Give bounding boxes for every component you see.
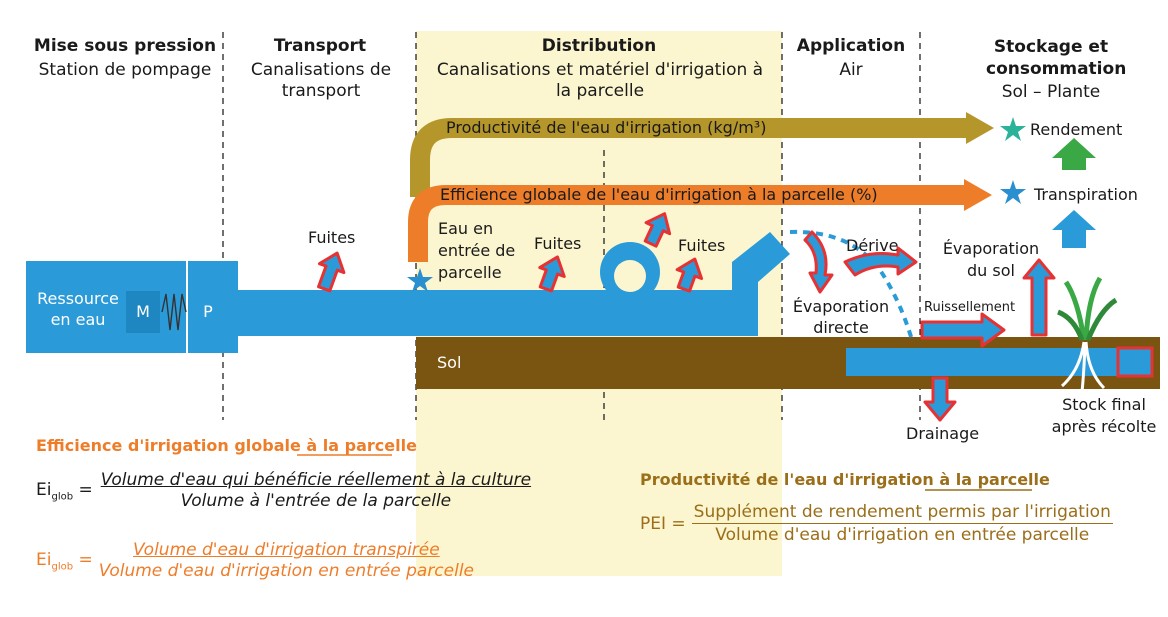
transport-pipe <box>236 290 654 336</box>
eff1-numerator: Volume d'eau qui bénéficie réellement à … <box>100 470 532 490</box>
stage-title-transport: Transport <box>273 36 367 56</box>
leak-label-transport: Fuites <box>308 228 356 247</box>
sprinkler-jet <box>789 229 914 341</box>
productivity-formula: PEI = Supplément de rendement permis par… <box>640 502 1113 545</box>
prod-denominator: Volume d'eau d'irrigation en entrée parc… <box>715 525 1090 545</box>
productivity-formula-title: Productivité de l'eau d'irrigation à la … <box>640 470 1050 489</box>
stage-title-application: Application <box>796 36 906 56</box>
loss-arrows <box>317 212 1056 422</box>
star-entry-icon <box>407 268 433 292</box>
leak-label-distribution-1: Fuites <box>534 234 582 253</box>
stage-title-distribution: Distribution <box>541 36 657 56</box>
eff2-denominator: Volume d'eau d'irrigation en entrée parc… <box>98 561 475 581</box>
eff2-sub: glob <box>51 561 74 573</box>
coupling-spring <box>161 293 187 331</box>
stage-subtitle-pressurisation: Station de pompage <box>38 60 212 80</box>
stage-subtitle-application: Air <box>839 60 863 80</box>
soil-water <box>846 348 1152 376</box>
yield-label: Rendement <box>1030 120 1123 139</box>
leak-label-distribution-2: Fuites <box>678 236 726 255</box>
riser-pipe <box>732 232 790 336</box>
prod-var: PEI <box>640 514 667 534</box>
soil-evaporation-label: Évaporation du sol <box>942 239 1040 280</box>
motor-box <box>126 291 160 333</box>
efficiency-formula-1: Eiglob = Volume d'eau qui bénéficie réel… <box>36 470 532 511</box>
star-yield-icon <box>1000 117 1026 141</box>
drift-label: Dérive <box>846 236 899 255</box>
prod-numerator: Supplément de rendement permis par l'irr… <box>691 502 1113 524</box>
efficiency-flow <box>408 185 968 262</box>
productivity-flow <box>410 118 970 197</box>
eff1-denominator: Volume à l'entrée de la parcelle <box>180 491 452 511</box>
transpiration-arrow-icon <box>1052 210 1096 248</box>
direct-evaporation-label: Évaporation directe <box>792 297 890 337</box>
soil-label: Sol <box>437 353 462 372</box>
final-stock-box <box>1116 346 1154 378</box>
stage-subtitle-storage: Sol – Plante <box>1001 82 1101 102</box>
yield-arrow-icon <box>1052 138 1096 170</box>
entry-label: Eau en entrée de parcelle <box>438 219 516 282</box>
efficiency-flow-label: Efficience globale de l'eau d'irrigation… <box>440 185 878 204</box>
efficiency-formula-2: Eiglob = Volume d'eau d'irrigation trans… <box>36 540 475 581</box>
transpiration-label: Transpiration <box>1034 185 1138 204</box>
pump-label: P <box>203 302 213 321</box>
final-stock-label: Stock final après récolte <box>1051 395 1157 436</box>
productivity-flow-label: Productivité de l'eau d'irrigation (kg/m… <box>446 118 767 137</box>
eff2-numerator: Volume d'eau d'irrigation transpirée <box>133 540 440 560</box>
runoff-label: Ruissellement <box>924 300 1016 315</box>
eff1-var: Ei <box>36 479 52 500</box>
efficiency-formula-title: Efficience d'irrigation globale à la par… <box>36 436 417 455</box>
motor-label: M <box>136 302 150 321</box>
pump-box <box>188 261 238 353</box>
eff1-sub: glob <box>51 491 74 503</box>
plant-icon <box>1057 276 1118 393</box>
stage-title-storage: Stockage et consommation <box>986 37 1127 79</box>
resource-label: Ressource en eau <box>37 289 119 329</box>
star-transpiration-icon <box>1000 180 1026 204</box>
drainage-label: Drainage <box>906 424 980 443</box>
eff2-var: Ei <box>36 549 52 570</box>
stage-subtitle-distribution: Canalisations et matériel d'irrigation à… <box>436 60 764 101</box>
stage-title-pressurisation: Mise sous pression <box>33 36 217 56</box>
stage-subtitle-transport: Canalisations de transport <box>250 60 392 101</box>
